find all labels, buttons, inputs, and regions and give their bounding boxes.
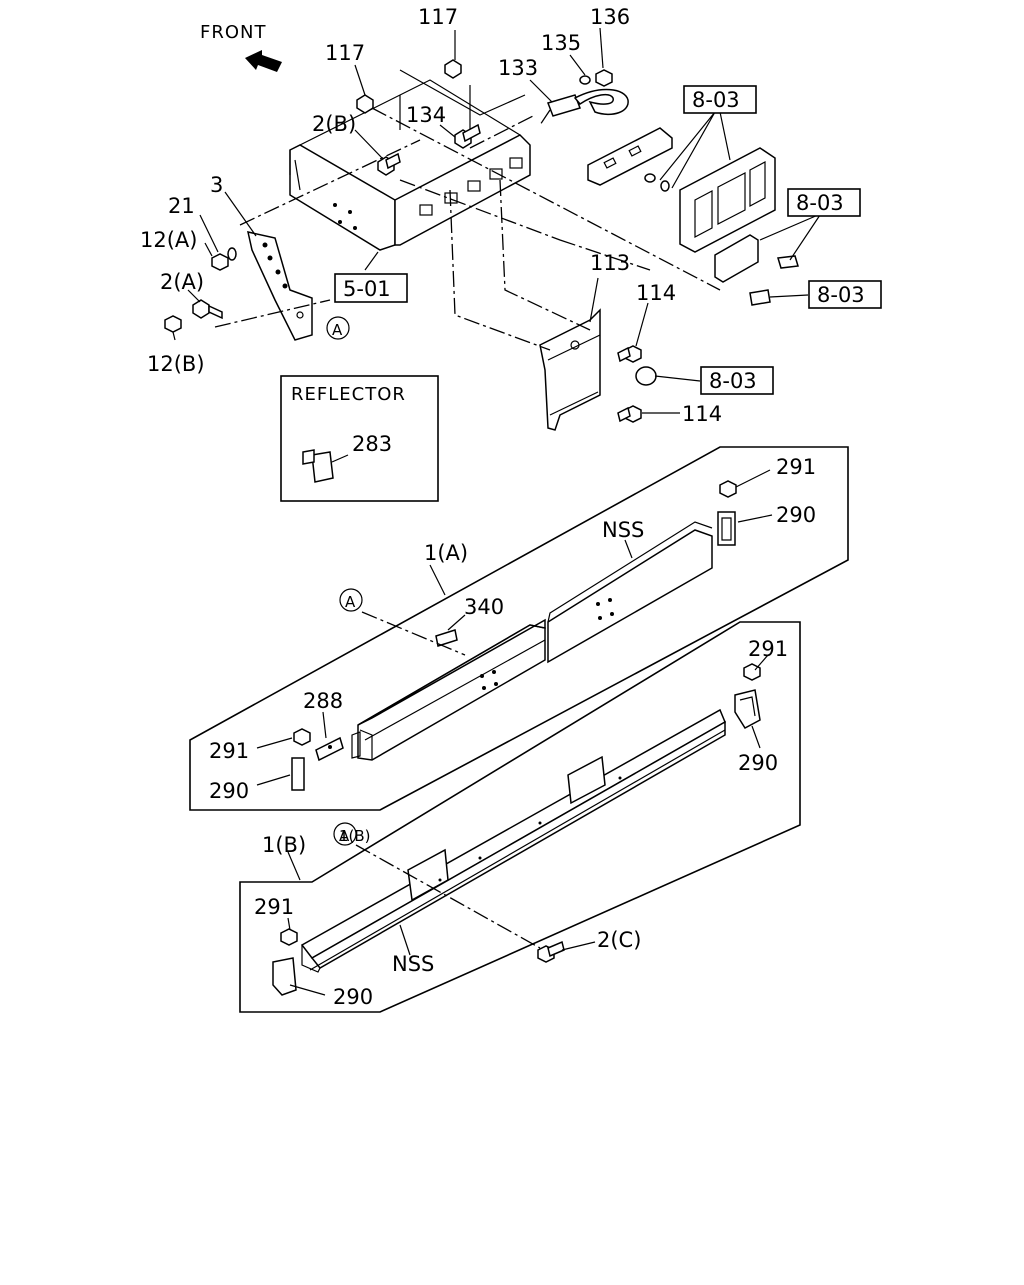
- ref-box-803-cap: [700, 366, 774, 395]
- callout-3: 3: [210, 173, 223, 197]
- marker-a-upper: [326, 316, 350, 340]
- ref-501: 5-01: [343, 277, 391, 301]
- callout-290-1b-right: 290: [738, 751, 778, 775]
- callout-2a: 2(A): [160, 270, 204, 294]
- leaders-upper: [172, 27, 821, 414]
- front-label: FRONT: [200, 22, 267, 43]
- leaders-1a: [256, 469, 773, 786]
- tow-hook-133: [547, 69, 629, 117]
- ref-box-803-right: [787, 188, 861, 217]
- callout-114-lower: 114: [682, 402, 722, 426]
- leaders-1b: [287, 654, 769, 996]
- callout-114-upper: 114: [636, 281, 676, 305]
- marker-a-1b: [333, 822, 357, 846]
- callout-113: 113: [590, 251, 630, 275]
- callout-117: 117: [325, 41, 365, 65]
- callout-291-1a-right: 291: [776, 455, 816, 479]
- callout-283: 283: [352, 432, 392, 456]
- step-bracket-113: [539, 308, 657, 431]
- callout-12a: 12(A): [140, 228, 197, 252]
- ref-803-top: 8-03: [692, 88, 740, 112]
- callout-2b: 2(B): [312, 112, 356, 136]
- plate-bracket: [587, 127, 799, 306]
- callout-288: 288: [303, 689, 343, 713]
- leader-283: [331, 454, 349, 463]
- assembly-lines-upper: [214, 107, 721, 351]
- callout-12b: 12(B): [147, 352, 205, 376]
- group-1a-frame: [189, 446, 849, 811]
- callout-133: 133: [498, 56, 538, 80]
- ref-803-right: 8-03: [796, 191, 844, 215]
- frame-crossmember: [289, 69, 531, 251]
- ref-803-cap: 8-03: [709, 369, 757, 393]
- ref-box-803-top: [683, 85, 757, 114]
- front-arrow-icon: [245, 50, 282, 72]
- group-1b-frame: [239, 621, 801, 1013]
- callout-21: 21: [168, 194, 195, 218]
- bracket-3: [247, 231, 313, 341]
- assembly-line-a-1a: [361, 611, 466, 656]
- callout-nss-1b: NSS: [392, 952, 434, 976]
- callout-291-1b-left: 291: [254, 895, 294, 919]
- reflector-part: [302, 449, 334, 483]
- marker-a-1b-letter: A: [339, 827, 350, 845]
- callout-2c: 2(C): [597, 928, 641, 952]
- hardware-1a: [291, 480, 737, 791]
- ref-803-bolt: 8-03: [817, 283, 865, 307]
- marker-a-upper-label: A: [332, 321, 343, 339]
- callout-1b: 1(B): [262, 833, 306, 857]
- hardware-1b: [272, 663, 761, 996]
- callout-291-1b-right: 291: [748, 637, 788, 661]
- ref-box-501: [334, 273, 408, 303]
- callout-117-top: 117: [418, 5, 458, 29]
- marker-a-1a: [339, 588, 363, 612]
- callout-340: 340: [464, 595, 504, 619]
- assembly-line-a-1b: [355, 844, 541, 949]
- callout-290-1b-left: 290: [333, 985, 373, 1009]
- callout-135: 135: [541, 31, 581, 55]
- callout-290-1a-right: 290: [776, 503, 816, 527]
- reflector-title: REFLECTOR: [291, 384, 406, 405]
- callout-290-1a-left: 290: [209, 779, 249, 803]
- marker-a-1b-label: 1(B): [339, 827, 371, 845]
- hardware-upper-left: [164, 59, 481, 333]
- reflector-box: [280, 375, 439, 502]
- ref-box-803-bolt: [808, 280, 882, 309]
- step-rail-1b: [300, 708, 726, 973]
- callout-291-1a-left: 291: [209, 739, 249, 763]
- step-rail-1a: [351, 521, 713, 761]
- callout-1a: 1(A): [424, 541, 468, 565]
- callout-134: 134: [406, 103, 446, 127]
- marker-a-1a-label: A: [345, 593, 356, 611]
- callout-136: 136: [590, 5, 630, 29]
- callout-nss-1a: NSS: [602, 518, 644, 542]
